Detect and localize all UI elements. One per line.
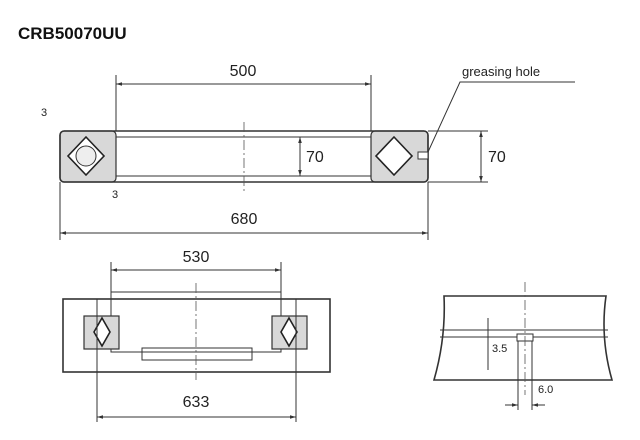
mounting-view: 530 633 [62, 249, 331, 422]
greasing-hole-detail: 3.5 6.0 [432, 282, 614, 410]
section-view: 500 680 70 70 3 3 greasing hole [41, 63, 575, 240]
outer-diameter-label: 680 [231, 211, 258, 228]
outer-width-label: 70 [488, 149, 506, 166]
inner-diameter-label: 500 [230, 63, 257, 80]
detail-width-label: 6.0 [538, 384, 553, 396]
part-number-title: CRB50070UU [18, 24, 127, 43]
chamfer-top-label: 3 [41, 107, 47, 119]
chamfer-bottom-label: 3 [112, 189, 118, 201]
inner-width-label: 70 [306, 149, 324, 166]
mount-dim-lower-label: 633 [183, 394, 210, 411]
greasing-hole-label: greasing hole [462, 64, 540, 79]
detail-depth-label: 3.5 [492, 343, 507, 355]
mount-dim-upper-label: 530 [183, 249, 210, 266]
